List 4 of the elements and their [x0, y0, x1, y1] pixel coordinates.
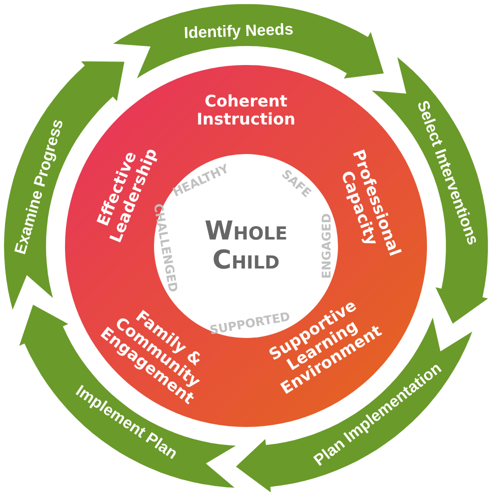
- center-title: Whole Child: [204, 217, 288, 275]
- ring-word: ENGAGED: [320, 212, 334, 281]
- segment-label: Coherent Instruction: [196, 92, 296, 128]
- arrow-label: Identify Needs: [184, 21, 294, 43]
